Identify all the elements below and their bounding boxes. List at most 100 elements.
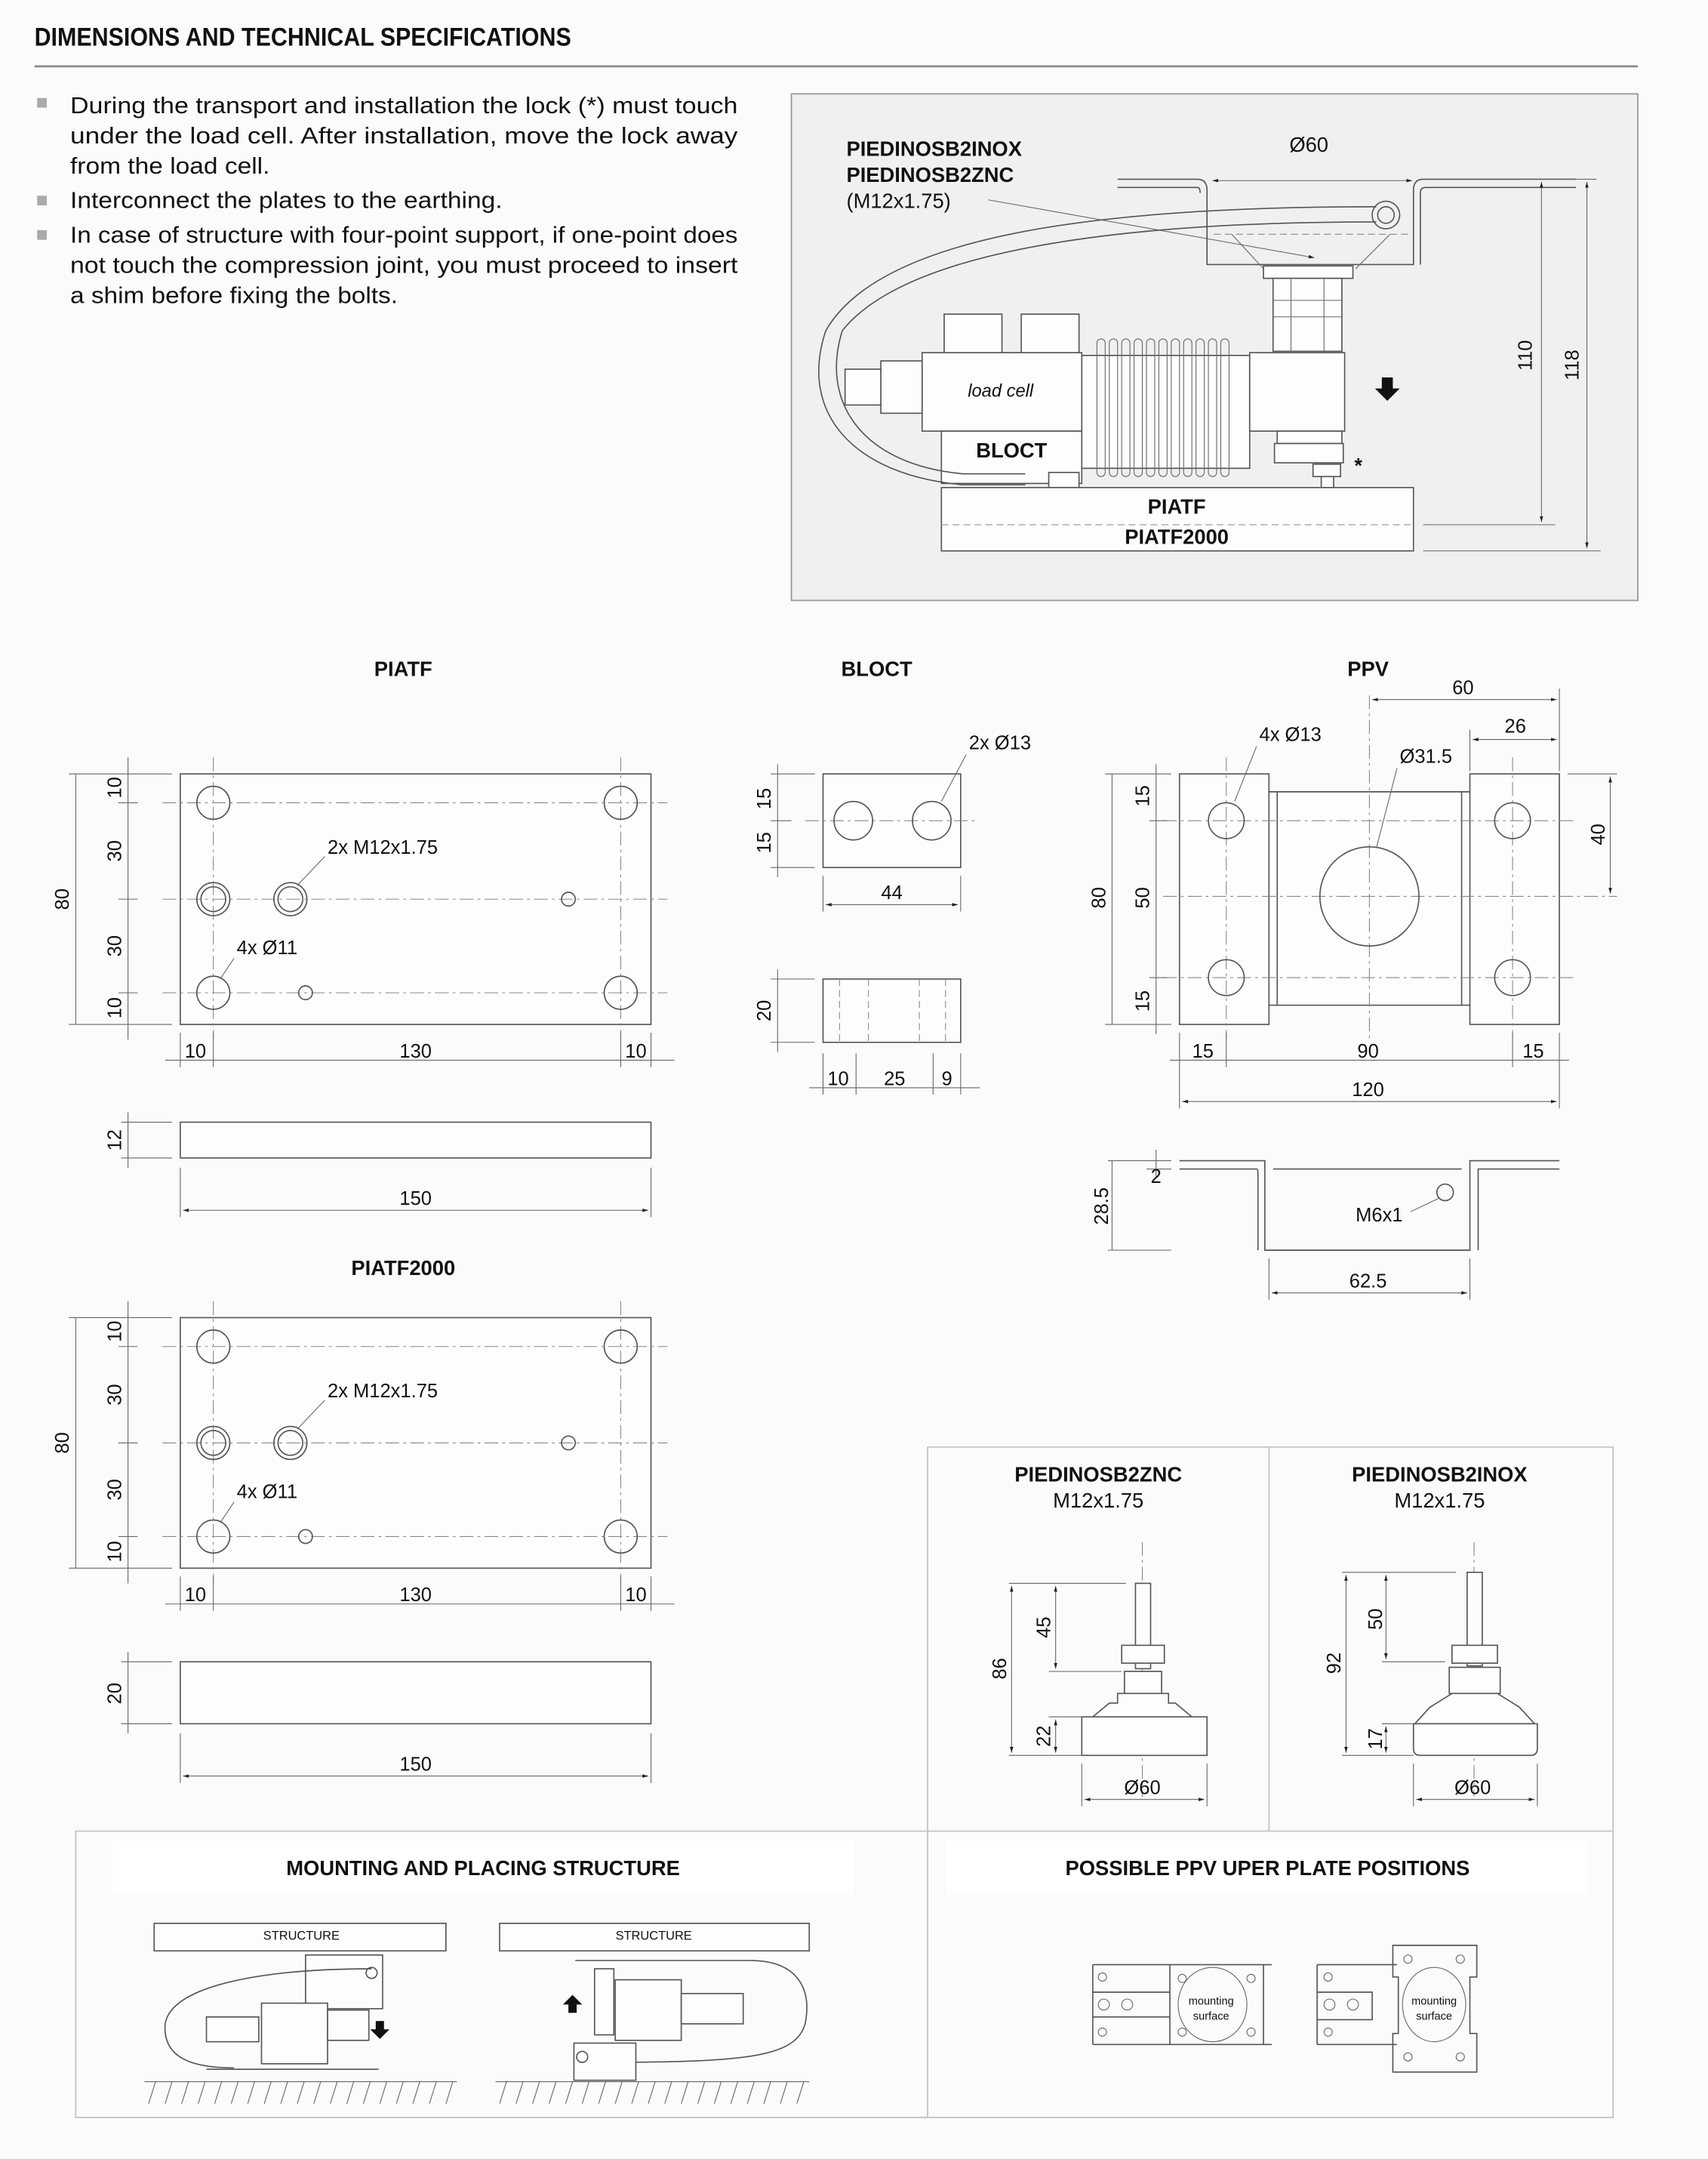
- piatf-drawing-stroke: [162, 757, 668, 1040]
- feet-panel-stroke: [1466, 1572, 1483, 1667]
- bloct-h3: 9: [941, 1068, 952, 1089]
- piatf-drawing-stroke: [180, 1121, 652, 1159]
- piatf-drawing: PIATF 10 30 30 10 80 2x M12x1.75 4x Ø11 …: [52, 658, 675, 1218]
- mounting-panel-stroke: [576, 2050, 589, 2063]
- piatf2000-v1: 10: [104, 1321, 125, 1342]
- bloct-hole-label: 2x Ø13: [969, 732, 1031, 753]
- bloct-h2: 25: [884, 1068, 905, 1089]
- piatf2000-title: PIATF2000: [351, 1256, 455, 1280]
- bloct-h1: 10: [827, 1068, 848, 1089]
- piatf-h1: 10: [185, 1041, 206, 1062]
- height-110: 110: [1516, 340, 1537, 371]
- assembly-drawing-stroke: [1263, 265, 1354, 279]
- piatf-drawing-stroke-stroke: [195, 882, 231, 916]
- piatf2000-thickness: 20: [104, 1683, 125, 1704]
- piatf2000-drawing-stroke: [69, 1301, 172, 1584]
- ppv-drawing-stroke: [1234, 746, 1257, 802]
- piatf-drawing-stroke: [220, 958, 235, 980]
- feet-panel: PIEDINOSB2ZNC M12x1.75 86 45 22 Ø60 PIED…: [75, 1446, 1614, 2118]
- positions-panel-stroke-stroke: [1403, 2052, 1413, 2062]
- positions-panel-stroke-stroke: [1097, 1972, 1107, 1982]
- positions-panel-stroke-stroke: [1323, 1998, 1336, 2011]
- note-line: Interconnect the plates to the earthing.: [70, 187, 503, 214]
- piatf2000-drawing-stroke-stroke: [195, 1329, 231, 1364]
- foot-inox-title: PIEDINOSB2INOX: [1352, 1462, 1527, 1486]
- assembly-frame: [790, 93, 1639, 602]
- bloct-drawing-stroke: [771, 969, 815, 1052]
- piatf2000-drawing: PIATF2000 10 30 30 10 80 2x M12x1.75 4x …: [52, 1256, 675, 1783]
- ppv-drawing-stroke: [1375, 768, 1398, 849]
- mounting-panel-stroke: [680, 1993, 744, 2025]
- ppv-drawing-stroke: [1436, 1183, 1454, 1202]
- assembly-drawing-stroke: [1248, 352, 1346, 432]
- ppv-height: 28.5: [1091, 1187, 1113, 1225]
- piatf2000-drawing-stroke: [220, 1501, 235, 1523]
- ppv-thickness: 2: [1151, 1166, 1162, 1187]
- feet-panel-stroke: [1008, 1582, 1208, 1806]
- assembly-drawing-stroke: [1273, 278, 1342, 352]
- positions-panel-stroke: [1097, 1967, 1256, 2043]
- foot-inox-diameter: Ø60: [1454, 1777, 1491, 1798]
- assembly-drawing-stroke-stroke: [1146, 338, 1156, 477]
- positions-panel-stroke-stroke: [1323, 1972, 1333, 1982]
- ppv-v3: 15: [1133, 990, 1154, 1012]
- foot-inox-stem: 50: [1365, 1609, 1386, 1630]
- ppv-h40: 40: [1588, 824, 1609, 845]
- piatf-v1: 10: [104, 777, 125, 798]
- assembly-drawing-stroke: [1312, 464, 1341, 478]
- foot-inox-total: 92: [1324, 1652, 1345, 1674]
- positions-panel-stroke-stroke: [1246, 1973, 1256, 1983]
- ppv-h1: 15: [1193, 1041, 1214, 1062]
- ppv-drawing-stroke: [1208, 802, 1531, 996]
- piatf2000-drawing-stroke-stroke: [561, 1435, 577, 1451]
- assembly-drawing-stroke: [943, 313, 1003, 355]
- arrow-up-icon: [562, 1994, 583, 2013]
- ppv-total-h: 80: [1088, 887, 1109, 908]
- mounting-panel-stroke: [614, 1979, 682, 2041]
- piatf2000-drawing-stroke: [162, 1301, 668, 1584]
- positions-panel-stroke: [1323, 1954, 1466, 2062]
- piatf-thickness: 12: [104, 1129, 125, 1150]
- ppv-drawing: PPV 60 26 4x Ø13 Ø31.5 40 15 50 15 80 15…: [1088, 658, 1617, 1300]
- piatf-drawing-stroke: [118, 802, 138, 993]
- assembly-drawing-stroke: [1423, 178, 1601, 552]
- assembly-piatf2000-label: PIATF2000: [1125, 525, 1229, 549]
- piatf-drawing-stroke-stroke: [297, 985, 313, 1001]
- piatf2000-drawing-stroke-stroke: [603, 1329, 639, 1364]
- piatf-drawing-stroke-stroke: [195, 975, 231, 1010]
- foot-znc-thread: M12x1.75: [1053, 1489, 1143, 1512]
- mounting-title: MOUNTING AND PLACING STRUCTURE: [286, 1856, 680, 1880]
- bloct-drawing: BLOCT 2x Ø13 15 15 44 20 10 25 9: [754, 658, 1031, 1095]
- page-header: DIMENSIONS AND TECHNICAL SPECIFICATIONS: [35, 23, 1638, 68]
- foot-znc-title: PIEDINOSB2ZNC: [1014, 1462, 1182, 1486]
- foot-znc-stem: 45: [1033, 1617, 1054, 1638]
- piatf-thread-label: 2x M12x1.75: [328, 837, 438, 858]
- bloct-drawing-stroke: [912, 800, 952, 841]
- piatf-v3: 30: [104, 935, 125, 956]
- bloct-width: 44: [881, 882, 902, 904]
- piatf2000-drawing-stroke-stroke: [200, 1430, 226, 1456]
- note-line: under the load cell. After installation,…: [70, 122, 738, 149]
- structure-label: STRUCTURE: [263, 1930, 340, 1943]
- assembly-drawing-stroke: [1273, 442, 1344, 464]
- assembly-drawing-stroke: [1377, 206, 1396, 224]
- note-line: a shim before fixing the bolts.: [70, 282, 398, 309]
- positions-panel: POSSIBLE PPV UPER PLATE POSITIONS mounti…: [946, 1840, 1589, 2073]
- mounting-panel-stroke: [592, 1960, 808, 2063]
- note-line: During the transport and installation th…: [70, 92, 737, 119]
- piatf-title: PIATF: [374, 658, 432, 681]
- piatf-drawing-stroke-stroke: [603, 975, 639, 1010]
- positions-title-box: [946, 1840, 1589, 1895]
- ppv-drawing-stroke: [1170, 1033, 1569, 1109]
- mounting-panel-stroke: [164, 1968, 372, 2069]
- assembly-thread: (M12x1.75): [846, 189, 950, 213]
- assembly-drawing-stroke-stroke: [1096, 338, 1106, 477]
- piatf-drawing-stroke: [69, 757, 172, 1040]
- mounting-panel-stroke: [153, 1923, 447, 1952]
- ppv-v1: 15: [1133, 785, 1154, 806]
- positions-panel-stroke-stroke: [1097, 1998, 1110, 2011]
- assembly-drawing-stroke: [1117, 178, 1576, 266]
- ppv-drawing-stroke-stroke: [1494, 959, 1531, 996]
- piatf-drawing-stroke: [165, 1033, 675, 1067]
